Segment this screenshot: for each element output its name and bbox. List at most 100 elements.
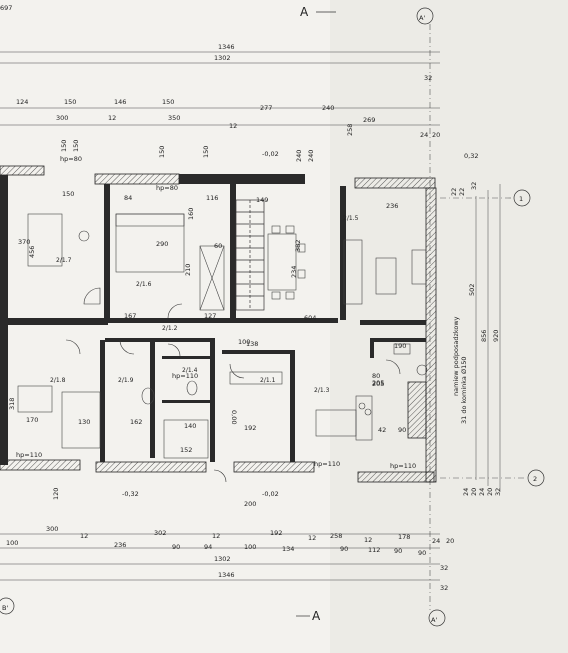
room-dim-215-h: 382 (294, 240, 302, 252)
label-hp110-b: hp=110 (172, 372, 198, 380)
level-bottom-mid: -0,02 (262, 490, 279, 498)
bottom-dimension-chains: 300 302 192 258 178 100 236 90 94 100 13… (0, 525, 454, 592)
label-120: 120 (52, 488, 60, 500)
label-200: 200 (244, 500, 256, 508)
kitchen-counter (355, 395, 373, 441)
dim-bot-r1-0: 300 (46, 525, 58, 533)
label-160: 160 (187, 208, 195, 220)
room-dim-216-h: 210 (184, 264, 192, 276)
dim-bot-r2-8: 90 (394, 547, 402, 555)
label-hp80-a: hp=80 (60, 155, 82, 163)
section-label-top-a-prime: A' (419, 14, 425, 22)
dim-top-r3-5: 240 (322, 104, 334, 112)
dim-top-r3-2: 146 (114, 98, 126, 106)
dim-top-r4-4: 269 (363, 116, 375, 124)
section-label-bottom-a: A (312, 609, 321, 623)
dim-bot-r2-6: 90 (340, 545, 348, 553)
room-id-214: 2/1.4 (182, 367, 198, 374)
top-dimension-chains: 1346 1302 124 150 146 150 277 240 300 12… (0, 4, 466, 196)
room-labels: 2/1.7 370 456 2/1.6 290 210 2/1.5 234 38… (8, 215, 384, 454)
wardrobe (199, 245, 225, 311)
dim-top-r4-2: 350 (168, 114, 180, 122)
dim-bot-r2-9: 90 (418, 549, 426, 557)
label-hp110-a: hp=110 (16, 451, 42, 459)
label-100: 100 (238, 338, 250, 346)
section-circle-top-a-prime (416, 7, 434, 25)
axis-label-2: 2 (533, 475, 537, 483)
label-hp110-d: hp=110 (390, 462, 416, 470)
bed-2 (61, 391, 101, 449)
room-id-213: 2/1.3 (314, 387, 330, 394)
label-205: 205 (372, 380, 384, 388)
section-label-b-prime: B' (2, 604, 8, 612)
dim-bot-r2-3: 94 (204, 543, 212, 551)
bathtub (163, 419, 209, 459)
dim-bot-r3-0: 12 (80, 532, 88, 540)
level-top-right: 0,32 (464, 152, 478, 160)
dim-bot-r3-4: 24 (432, 537, 440, 545)
dim-top-r3-0: 124 (16, 98, 28, 106)
room-dim-214-w: 140 (184, 422, 196, 430)
dim-bot-r3-5: 20 (446, 537, 454, 545)
chimney-note: namiew podposadzkowy (452, 316, 460, 396)
dim-top-r3-4: 277 (260, 104, 272, 112)
coffee-table (375, 257, 397, 295)
axis-label-1: 1 (519, 195, 523, 203)
dim-bot-overall: 1346 (218, 571, 235, 579)
dim-bot-r2-7: 112 (368, 546, 380, 554)
label-116: 116 (206, 194, 218, 202)
dim-bot-r3-3: 12 (364, 536, 372, 544)
room-dim-219-h: 130 (78, 418, 90, 426)
dim-bot-r2-2: 90 (172, 543, 180, 551)
toilet-2 (186, 380, 198, 396)
dim-bot-r1-2: 192 (270, 529, 282, 537)
level-markers: -0,02 0,32 -0,32 -0,02 0,00 (122, 150, 478, 498)
door-swings (65, 287, 401, 483)
level-stair: 0,00 (230, 410, 238, 424)
label-190: 190 (394, 342, 406, 350)
room-dim-211-w: 192 (244, 424, 256, 432)
dim-right-24: 24 (462, 488, 470, 496)
outer-walls (0, 165, 437, 483)
label-149: 149 (256, 196, 268, 204)
level-top-left: -0,02 (262, 150, 279, 158)
room-id-217: 2/1.7 (56, 257, 72, 264)
label-90: 90 (398, 426, 406, 434)
dim-bot-r1-4: 178 (398, 533, 410, 541)
dim-side-left: 697 (0, 4, 12, 12)
room-dim-217-w: 370 (18, 238, 30, 246)
room-id-219: 2/1.9 (118, 377, 134, 384)
label-80: 80 (372, 372, 380, 380)
dim-right-856: 856 (480, 330, 488, 342)
label-60: 60 (214, 242, 222, 250)
dim-top-r3-3: 150 (162, 98, 174, 106)
dining-table (267, 233, 297, 291)
room-id-211: 2/1.1 (260, 377, 276, 384)
dim-bot-r2-5: 134 (282, 545, 294, 553)
dim-bot-small-b: 32 (440, 584, 448, 592)
room-dim-212-h: 127 (204, 312, 216, 320)
dim-bot-r3-1: 12 (212, 532, 220, 540)
dim-bot-small-a: 32 (440, 564, 448, 572)
room-dim-213-h: 205 (372, 379, 384, 387)
section-circle-bottom-a-prime (428, 609, 446, 627)
room-dim-212-w: 167 (124, 312, 136, 320)
room-dim-218-h: 170 (26, 416, 38, 424)
section-label-bottom-a-prime: A' (431, 616, 437, 624)
dim-right-20b: 20 (486, 488, 494, 496)
desk-2 (17, 385, 53, 413)
label-hp80-b: hp=80 (156, 184, 178, 192)
tv-unit (411, 249, 427, 285)
dim-top-v-22a: 22 (450, 188, 458, 196)
chimney-note-2: 31 do kominka Ø150 (460, 357, 468, 425)
section-circle-b-prime (0, 597, 15, 615)
dim-top-r4-0: 300 (56, 114, 68, 122)
toilet (141, 387, 155, 405)
dim-right-24b: 24 (478, 488, 486, 496)
section-markers: A A A' A' B' (0, 5, 446, 627)
dim-right-32: 32 (470, 182, 478, 190)
dim-top-right-20: 20 (432, 131, 440, 139)
dim-bot-walls: 1302 (214, 555, 231, 563)
dim-bot-r1-1: 302 (154, 529, 166, 537)
